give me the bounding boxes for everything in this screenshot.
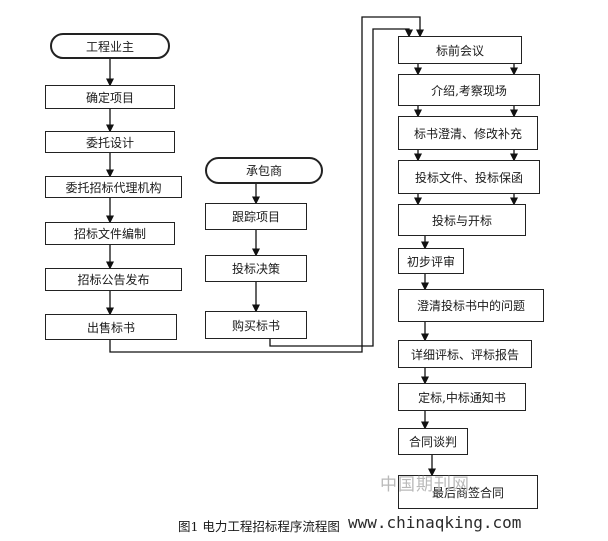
process-step-9: 定标,中标通知书 — [398, 383, 526, 411]
process-step-11-label: 最后商签合同 — [431, 485, 504, 500]
owner-step-3: 委托招标代理机构 — [45, 176, 182, 198]
arrow-contractor-to-process — [269, 28, 413, 347]
process-step-5: 投标与开标 — [398, 204, 526, 236]
contractor-step-2-label: 投标决策 — [231, 262, 280, 276]
process-step-11: 最后商签合同 — [398, 475, 538, 509]
owner-step-4: 招标文件编制 — [45, 222, 175, 245]
owner-step-6-label: 出售标书 — [86, 320, 135, 335]
owner-start-node: 工程业主 — [50, 33, 170, 59]
contractor-step-1: 跟踪项目 — [205, 203, 307, 230]
process-step-8: 详细评标、评标报告 — [398, 340, 532, 368]
watermark-url: www.chinaqking.com — [348, 513, 522, 532]
contractor-start-label: 承包商 — [245, 164, 282, 178]
owner-step-5: 招标公告发布 — [45, 268, 182, 291]
contractor-step-1-label: 跟踪项目 — [231, 210, 280, 224]
contractor-start-node: 承包商 — [205, 157, 323, 184]
process-step-4-label: 投标文件、投标保函 — [414, 170, 523, 185]
process-step-3: 标书澄清、修改补充 — [398, 116, 538, 150]
contractor-step-3-label: 购买标书 — [231, 318, 280, 333]
process-step-8-label: 详细评标、评标报告 — [410, 347, 519, 362]
owner-step-4-label: 招标文件编制 — [73, 227, 146, 241]
arrow-owner-to-process — [109, 16, 424, 353]
owner-step-2: 委托设计 — [45, 131, 175, 153]
contractor-step-2: 投标决策 — [205, 255, 307, 282]
owner-step-3-label: 委托招标代理机构 — [65, 180, 162, 195]
process-step-7: 澄清投标书中的问题 — [398, 289, 544, 322]
figure-caption: 图1 电力工程招标程序流程图 — [178, 519, 340, 534]
process-step-2: 介绍,考察现场 — [398, 74, 540, 106]
process-step-1-label: 标前会议 — [435, 43, 484, 58]
process-step-10: 合同谈判 — [398, 428, 468, 455]
owner-start-label: 工程业主 — [85, 39, 134, 54]
process-step-2-label: 介绍,考察现场 — [431, 83, 507, 98]
process-step-1: 标前会议 — [398, 36, 522, 64]
process-step-6-label: 初步评审 — [406, 254, 455, 269]
process-step-5-label: 投标与开标 — [431, 213, 492, 228]
owner-step-1-label: 确定项目 — [85, 90, 134, 105]
process-step-6: 初步评审 — [398, 248, 464, 274]
owner-step-1: 确定项目 — [45, 85, 175, 109]
watermark-text: 中国期刊网 — [380, 475, 470, 495]
owner-step-6: 出售标书 — [45, 314, 177, 340]
contractor-step-3: 购买标书 — [205, 311, 307, 339]
owner-step-5-label: 招标公告发布 — [77, 273, 150, 287]
process-step-3-label: 标书澄清、修改补充 — [413, 126, 522, 141]
process-step-10-label: 合同谈判 — [408, 435, 457, 449]
process-step-4: 投标文件、投标保函 — [398, 160, 540, 194]
process-step-9-label: 定标,中标通知书 — [418, 390, 506, 405]
owner-step-2-label: 委托设计 — [85, 135, 134, 150]
process-step-7-label: 澄清投标书中的问题 — [416, 299, 525, 313]
